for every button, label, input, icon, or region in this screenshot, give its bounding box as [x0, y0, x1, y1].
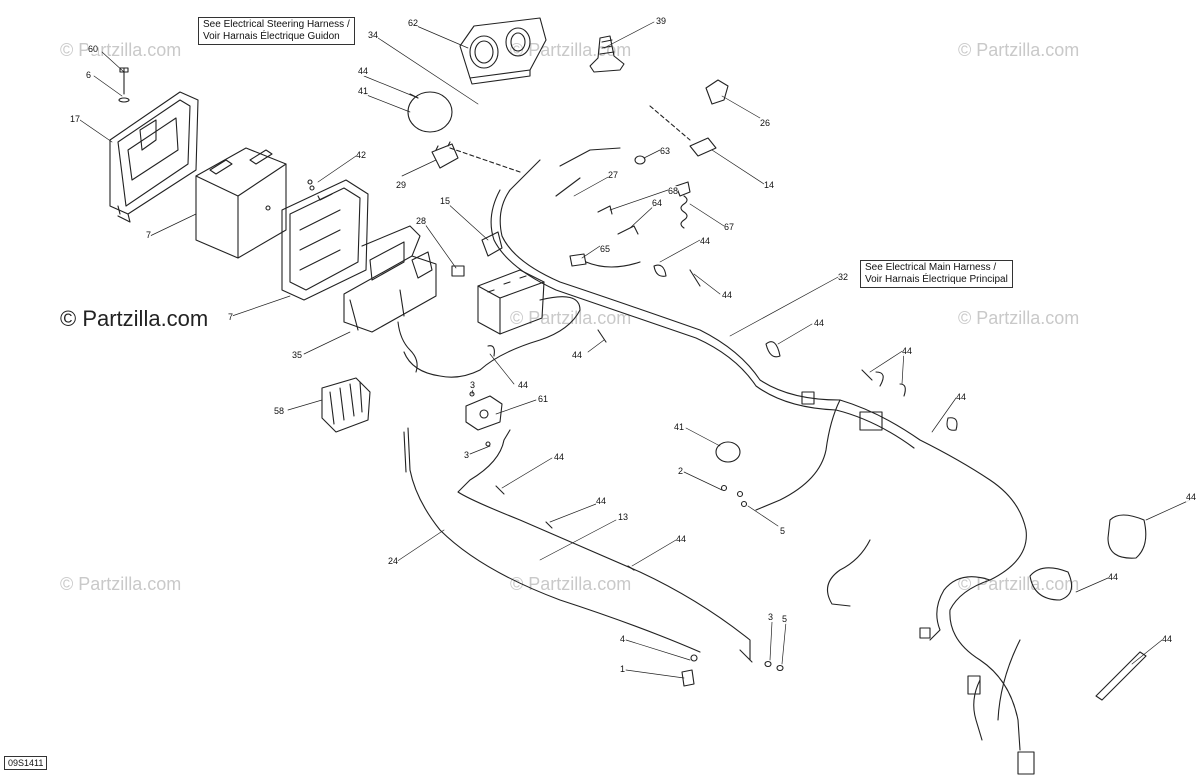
callout-c7b: 7	[228, 312, 234, 322]
callout-c64: 64	[652, 198, 663, 208]
cable-13	[457, 429, 751, 661]
callout-c68: 68	[668, 186, 679, 196]
watermark-dark: © Partzilla.com	[60, 306, 209, 331]
cable-tie-loop	[407, 91, 453, 133]
callout-c44h: 44	[956, 392, 967, 402]
watermark: © Partzilla.com	[510, 574, 632, 594]
callout-c6: 6	[86, 70, 92, 80]
callout-c67: 67	[724, 222, 735, 232]
callout-c44j: 44	[596, 496, 607, 506]
callout-c3c: 3	[768, 612, 774, 622]
callout-c4: 4	[620, 634, 626, 644]
note-main-line1: See Electrical Main Harness /	[865, 262, 997, 273]
callout-c2: 2	[678, 466, 684, 476]
coiled-cord	[675, 181, 691, 229]
callout-c29: 29	[396, 180, 407, 190]
callout-c44l: 44	[1186, 492, 1197, 502]
callout-c41a: 41	[358, 86, 369, 96]
callout-c63: 63	[660, 146, 671, 156]
callout-c62: 62	[408, 18, 419, 28]
callout-c13: 13	[618, 512, 629, 522]
main-harness	[490, 159, 1027, 751]
callout-c3a: 3	[470, 380, 476, 390]
battery-box	[281, 179, 369, 301]
battery-tray-bracket	[109, 91, 199, 223]
callout-c44n: 44	[1162, 634, 1173, 644]
callout-c61: 61	[538, 394, 549, 404]
callout-c3b: 3	[464, 450, 470, 460]
callout-c35: 35	[292, 350, 303, 360]
callout-c44g: 44	[902, 346, 913, 356]
drawing-code: 09S1411	[4, 756, 48, 770]
callout-c5b: 5	[782, 614, 788, 624]
connector-28	[451, 265, 465, 277]
relay-bracket	[343, 225, 437, 333]
battery	[195, 147, 287, 259]
connector-29	[431, 143, 459, 169]
cable-24	[407, 427, 701, 653]
callout-c58: 58	[274, 406, 285, 416]
callout-c7: 7	[146, 230, 152, 240]
callout-c42: 42	[356, 150, 367, 160]
watermark: © Partzilla.com	[958, 308, 1080, 328]
callout-c44i: 44	[554, 452, 565, 462]
callout-c34: 34	[368, 30, 379, 40]
note-steering-harness: See Electrical Steering Harness / Voir H…	[198, 17, 355, 45]
callout-c5a: 5	[780, 526, 786, 536]
callout-c27: 27	[608, 170, 619, 180]
connector-14	[689, 137, 717, 157]
connector-26	[705, 79, 729, 105]
callout-c44e: 44	[572, 350, 583, 360]
note-main-line2: Voir Harnais Électrique Principal	[865, 274, 1008, 285]
callout-c44b: 44	[700, 236, 711, 246]
callout-c44a: 44	[358, 66, 369, 76]
callout-c44c: 44	[722, 290, 733, 300]
solenoid-61	[465, 395, 503, 431]
bolt-60	[118, 67, 130, 103]
rubber-boot	[589, 35, 625, 73]
callout-c15: 15	[440, 196, 451, 206]
regulator-58	[321, 377, 371, 433]
callout-c39: 39	[656, 16, 667, 26]
callout-c14: 14	[764, 180, 775, 190]
callout-c44k: 44	[676, 534, 687, 544]
callout-c41b: 41	[674, 422, 685, 432]
callout-c44f: 44	[518, 380, 529, 390]
watermark: © Partzilla.com	[510, 40, 632, 60]
note-steering-line1: See Electrical Steering Harness /	[203, 19, 350, 30]
callout-c60: 60	[88, 44, 99, 54]
callout-c32: 32	[838, 272, 849, 282]
gauge-cluster	[459, 17, 547, 85]
callout-c44m: 44	[1108, 572, 1119, 582]
callout-c44d: 44	[814, 318, 825, 328]
watermark: © Partzilla.com	[958, 40, 1080, 60]
callout-c1: 1	[620, 664, 626, 674]
callout-c65: 65	[600, 244, 611, 254]
callout-c24: 24	[388, 556, 399, 566]
note-main-harness: See Electrical Main Harness / Voir Harna…	[860, 260, 1013, 288]
watermark: © Partzilla.com	[60, 574, 182, 594]
callout-c28: 28	[416, 216, 427, 226]
callout-c17: 17	[70, 114, 81, 124]
note-steering-line2: Voir Harnais Électrique Guidon	[203, 31, 340, 42]
callout-c26: 26	[760, 118, 771, 128]
connector-15	[481, 231, 503, 257]
watermark: © Partzilla.com	[510, 308, 632, 328]
fuse-box	[477, 269, 545, 335]
